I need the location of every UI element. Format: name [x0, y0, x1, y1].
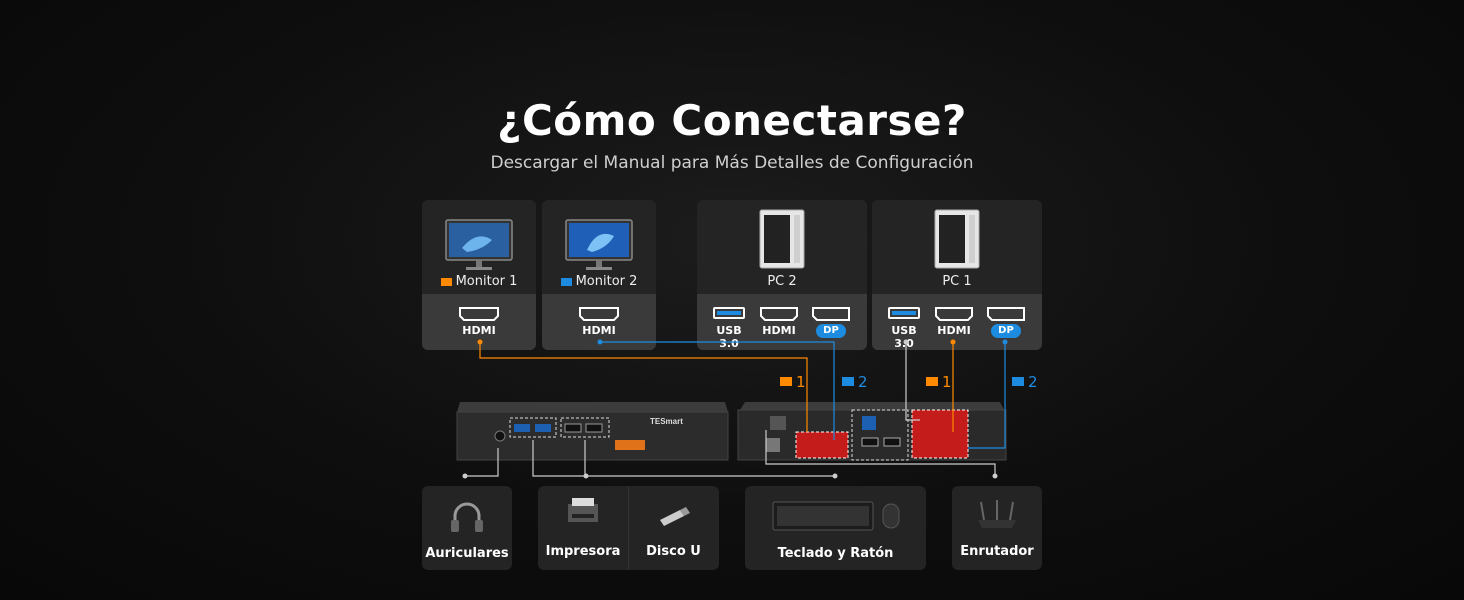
monitor-2-label: Monitor 2 — [575, 274, 638, 289]
headphones-icon — [451, 502, 483, 532]
pc-2-hdmi-label: HDMI — [762, 324, 796, 337]
displayport-icon — [987, 307, 1025, 321]
channel-1-label: 1 — [796, 373, 806, 391]
kvm-front-panel — [456, 402, 729, 461]
pc-2-dp-label: DP — [816, 324, 846, 338]
monitor-2-color-icon — [560, 277, 572, 286]
pc-2-label: PC 2 — [767, 274, 797, 289]
router-card: Enrutador — [952, 486, 1042, 570]
usb-port-icon — [888, 307, 920, 319]
page-title: ¿Cómo Conectarse? — [497, 96, 967, 145]
pc-2-ports-icons — [713, 307, 850, 321]
pc-1-card: PC 1 USB 3.0 HDMI DP — [872, 200, 1042, 350]
keyboard-mouse-icon — [772, 501, 900, 531]
monitor-1-port-label: HDMI — [462, 324, 496, 337]
pc-1-dp-label: DP — [991, 324, 1021, 338]
keyboard-mouse-card: Teclado y Ratón — [745, 486, 926, 570]
channel-monitor2-icon — [842, 377, 854, 386]
headphones-card: Auriculares — [422, 486, 512, 570]
printer-icon — [568, 498, 598, 522]
channel-monitor2-icon — [1012, 377, 1024, 386]
pc-1-label: PC 1 — [942, 274, 972, 289]
hdmi-port-icon — [935, 307, 973, 321]
keyboard-mouse-label: Teclado y Ratón — [777, 546, 894, 561]
headphones-label: Auriculares — [425, 546, 509, 561]
page-subtitle: Descargar el Manual para Más Detalles de… — [490, 153, 974, 173]
monitor-1-color-icon — [440, 277, 452, 286]
printer-label: Impresora — [545, 544, 621, 559]
device-brand-label: TESmart — [650, 417, 683, 426]
router-label: Enrutador — [960, 544, 1034, 559]
printer-usb-card: Impresora Disco U — [538, 486, 719, 570]
displayport-icon — [812, 307, 850, 321]
monitor-1-label: Monitor 1 — [455, 274, 518, 289]
channel-2-label: 2 — [858, 373, 868, 391]
channel-2-label: 2 — [1028, 373, 1038, 391]
monitor-icon — [565, 219, 633, 270]
pc-1-hdmi-label: HDMI — [937, 324, 971, 337]
monitor-2-card: Monitor 2 HDMI — [542, 200, 656, 350]
hdmi-port-icon — [579, 307, 619, 321]
pc-2-card: PC 2 USB 3.0 HDMI DP — [697, 200, 867, 350]
usb-port-icon — [713, 307, 745, 319]
pc-tower-icon — [934, 209, 980, 269]
pc-1-ports-icons — [888, 307, 1025, 321]
channel-1-label: 1 — [942, 373, 952, 391]
usb-drive-icon — [660, 507, 690, 526]
usb-drive-label: Disco U — [646, 544, 701, 559]
hdmi-port-icon — [459, 307, 499, 321]
kvm-rear-panel — [737, 402, 1007, 461]
monitor-icon — [445, 219, 513, 270]
pc-2-usb-label: USB 3.0 — [716, 324, 742, 350]
channel-monitor1-icon — [926, 377, 938, 386]
monitor-2-port-label: HDMI — [582, 324, 616, 337]
channel-monitor1-icon — [780, 377, 792, 386]
router-icon — [978, 500, 1016, 528]
pc-tower-icon — [759, 209, 805, 269]
hdmi-port-icon — [760, 307, 798, 321]
